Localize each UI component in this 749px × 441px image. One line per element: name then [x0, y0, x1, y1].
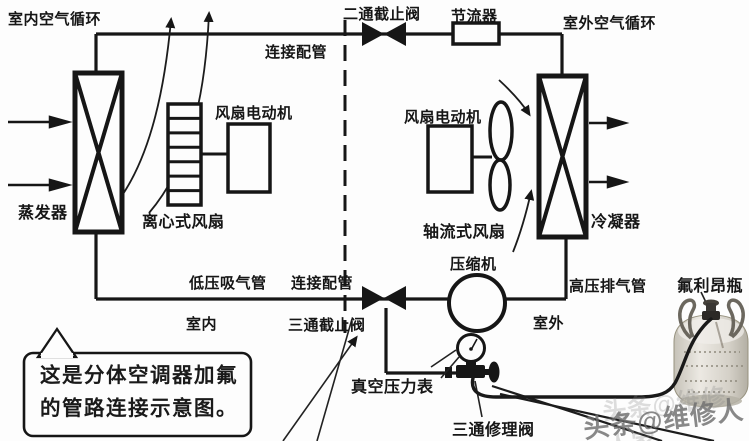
outdoor-airflow-arrows: [498, 79, 535, 253]
two-way-stop-valve-shape: [362, 22, 406, 46]
label-axial-fan: 轴流式风扇: [423, 224, 506, 241]
label-two-way-stop-valve: 二通截止阀: [343, 6, 421, 23]
label-compressor: 压缩机: [450, 256, 497, 273]
callout-line-2: 的管路连接示意图。: [40, 398, 238, 421]
label-connect-pipe-top: 连接配管: [265, 44, 328, 61]
throttle-shape: [451, 21, 501, 46]
label-indoor: 室内: [186, 316, 218, 333]
charging-hose: [470, 317, 713, 399]
evaporator-inlet-arrows: [8, 115, 73, 192]
vacuum-gauge-shape: [456, 333, 486, 370]
hose-leader-pair: [491, 384, 715, 441]
label-fan-motor-outdoor: 风扇电动机: [404, 109, 482, 126]
callout-bubble: [22, 326, 253, 438]
label-fan-motor-indoor: 风扇电动机: [215, 105, 293, 122]
label-three-way-stop-valve: 三通截止阀: [288, 317, 366, 334]
three-way-stop-valve-shape: [362, 286, 406, 310]
evaporator-shape: [72, 70, 125, 235]
label-centrifugal-fan: 离心式风扇: [142, 214, 225, 231]
label-outdoor: 室外: [533, 315, 565, 332]
condenser-shape: [536, 73, 589, 240]
label-connect-pipe-bottom: 连接配管: [291, 275, 354, 292]
label-throttle: 节流器: [451, 8, 498, 25]
label-vacuum-pressure-gauge: 真空压力表: [351, 379, 434, 396]
indoor-fan-motor-shape: [226, 122, 272, 194]
bottle-handle-left: [678, 298, 697, 340]
label-high-pressure-pipe: 高压排气管: [569, 278, 647, 295]
centrifugal-fan-shape: [166, 102, 203, 207]
bottle-handle-right: [726, 298, 745, 339]
label-low-pressure-pipe: 低压吸气管: [189, 275, 267, 292]
compressor-shape: [447, 273, 507, 333]
label-freon-bottle: 氟利昂瓶: [677, 278, 744, 295]
condenser-outlet-arrows: [589, 116, 630, 189]
label-indoor-air-circulation: 室内空气循环: [8, 11, 102, 28]
label-condenser: 冷凝器: [591, 214, 641, 231]
label-three-way-repair-valve: 三通修理阀: [452, 422, 535, 439]
three-way-repair-valve-shape: [445, 361, 500, 383]
label-outdoor-air-circulation: 室外空气循环: [563, 15, 657, 32]
label-evaporator: 蒸发器: [18, 205, 68, 222]
axial-fan-shape: [488, 100, 514, 212]
leader-lines: [282, 291, 714, 441]
callout-line-1: 这是分体空调器加氟: [40, 365, 238, 387]
outdoor-fan-motor-shape: [426, 124, 474, 194]
callout-text: 这是分体空调器加氟 的管路连接示意图。: [40, 360, 240, 426]
